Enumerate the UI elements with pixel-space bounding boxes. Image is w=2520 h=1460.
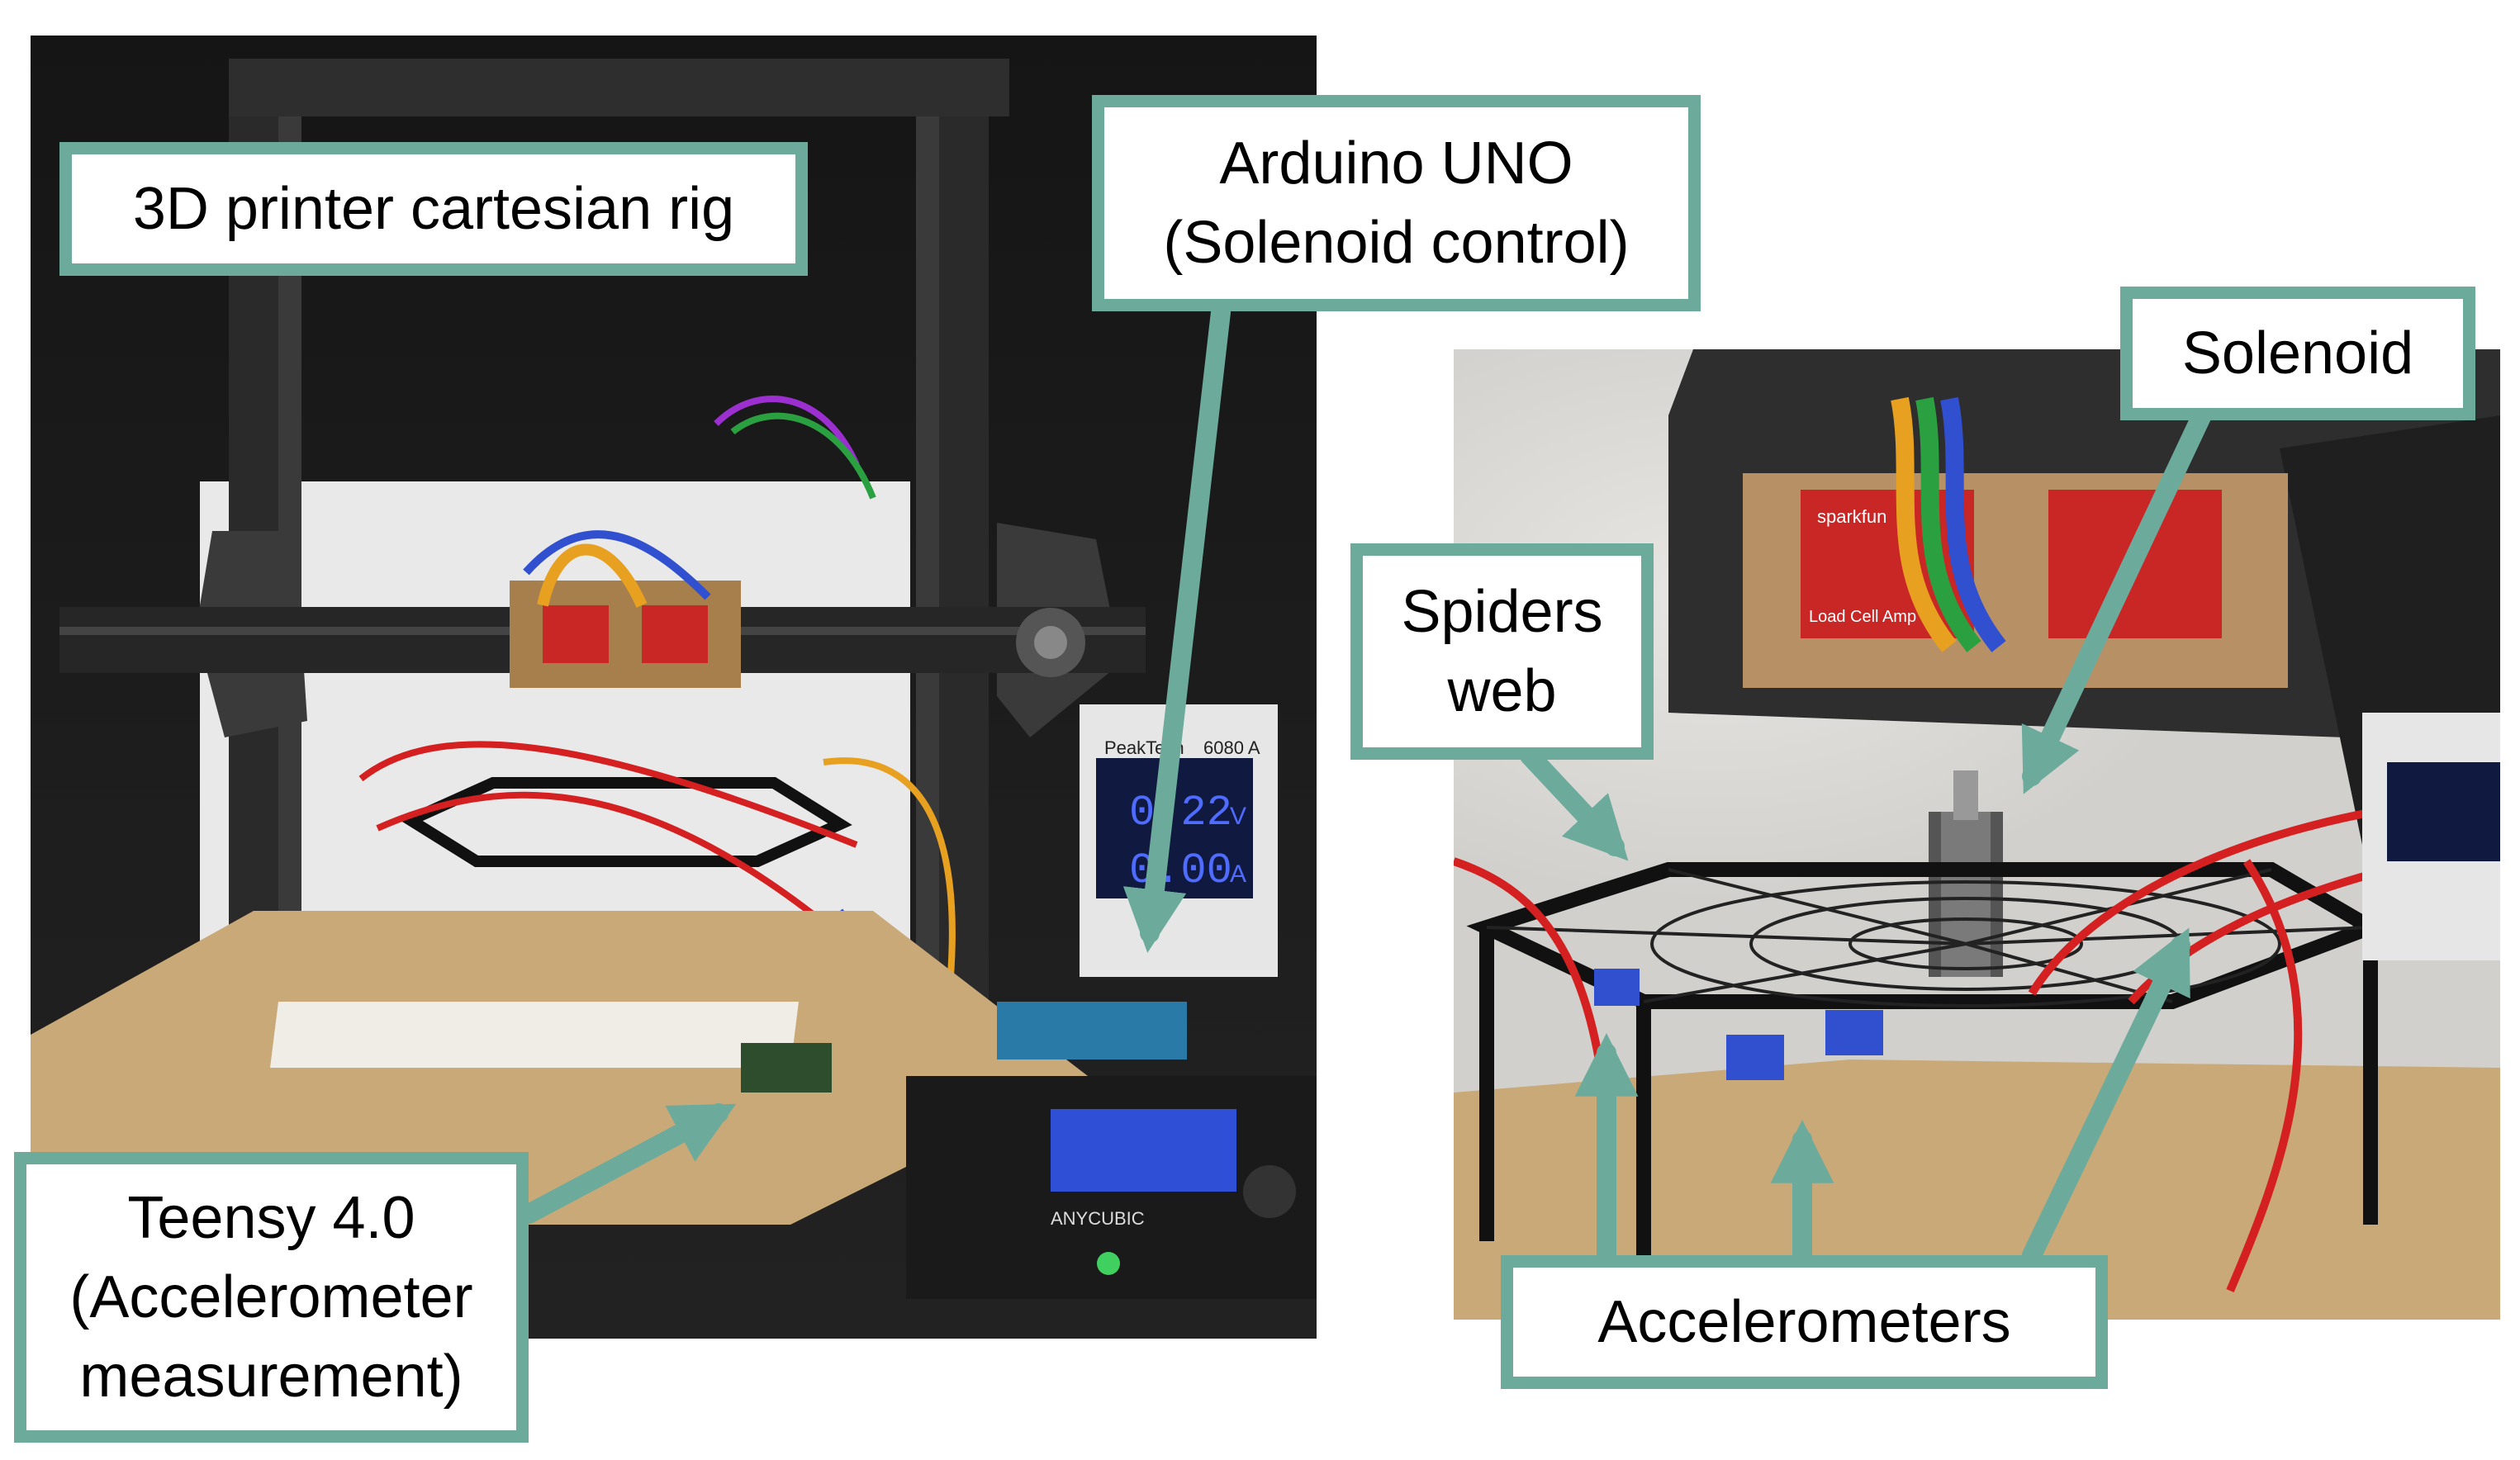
arrow-arduino [1122,302,1231,953]
accelerometers-label-line: Accelerometers [1597,1289,2011,1355]
web-label-line-2: web [1447,658,1557,724]
rig-label: 3D printer cartesian rig [59,142,808,276]
sensor-board-label: sparkfun [1817,506,1886,527]
web-label: Spiders web [1350,543,1654,760]
accelerometer-chip [1726,1035,1784,1080]
teensy-label: Teensy 4.0 (Accelerometer measurement) [14,1152,529,1443]
psu-voltage-readout: 0.22 [1129,789,1232,837]
rig-photo-drawing: PeakTech 6080 A 0.22 V 0.00 A ANYCUBIC [31,59,1317,1299]
accelerometers-label: Accelerometers [1501,1255,2108,1389]
accelerometer-chip [1825,1010,1883,1055]
closeup-drawing: sparkfun Load Cell Amp [1454,349,2500,1320]
psu-display [2387,762,2500,861]
arduino-label-line-2: (Solenoid control) [1163,210,1630,276]
loose-wire [730,412,876,500]
arduino-board [997,1002,1187,1059]
solenoid-plunger [1953,770,1978,820]
frame-top-bar [229,59,1009,116]
red-wire [358,741,858,848]
accelerometer-chip [1594,969,1640,1006]
ribbon-wire [537,543,648,608]
loose-wire [714,396,860,467]
teensy-label-line-1: Teensy 4.0 [127,1185,415,1251]
web-frame [398,777,852,867]
sensor-board-left [543,605,609,663]
sensor-board-text: Load Cell Amp [1809,608,1916,626]
teensy-label-line-3: measurement) [79,1344,463,1410]
arrow-accel-3 [2022,927,2190,1265]
rig-label-line: 3D printer cartesian rig [132,176,735,242]
control-knob [1243,1165,1296,1218]
printer-brand: ANYCUBIC [1051,1208,1145,1229]
web-label-line-1: Spiders [1401,579,1603,645]
printer-lcd [1051,1109,1236,1192]
arrow-solenoid [2021,395,2217,794]
breadboard [270,1002,799,1068]
solenoid-label-line: Solenoid [2181,320,2414,386]
ribbon-cable [1915,396,1981,652]
arduino-label-line-1: Arduino UNO [1219,130,1573,197]
sensor-board-right [642,605,708,663]
psu-a-unit: A [1230,860,1246,888]
green-led [1097,1252,1120,1275]
web-threads [1486,868,2371,1007]
pulley-hub [1034,626,1067,659]
psu-v-unit: V [1230,803,1246,830]
ribbon-cable [1940,396,2006,652]
ribbon-cable [1891,396,1957,652]
psu-model: 6080 A [1203,737,1260,758]
teensy-label-line-2: (Accelerometer [69,1264,473,1330]
solenoid-label: Solenoid [2120,287,2475,420]
arrow-teensy [519,1103,737,1224]
arduino-label: Arduino UNO (Solenoid control) [1092,95,1701,311]
wood-floor [1454,1059,2500,1320]
arrow-web [1520,746,1629,861]
teensy-board [741,1043,832,1093]
red-wire [2226,859,2303,1292]
ribbon-wire [523,530,711,600]
